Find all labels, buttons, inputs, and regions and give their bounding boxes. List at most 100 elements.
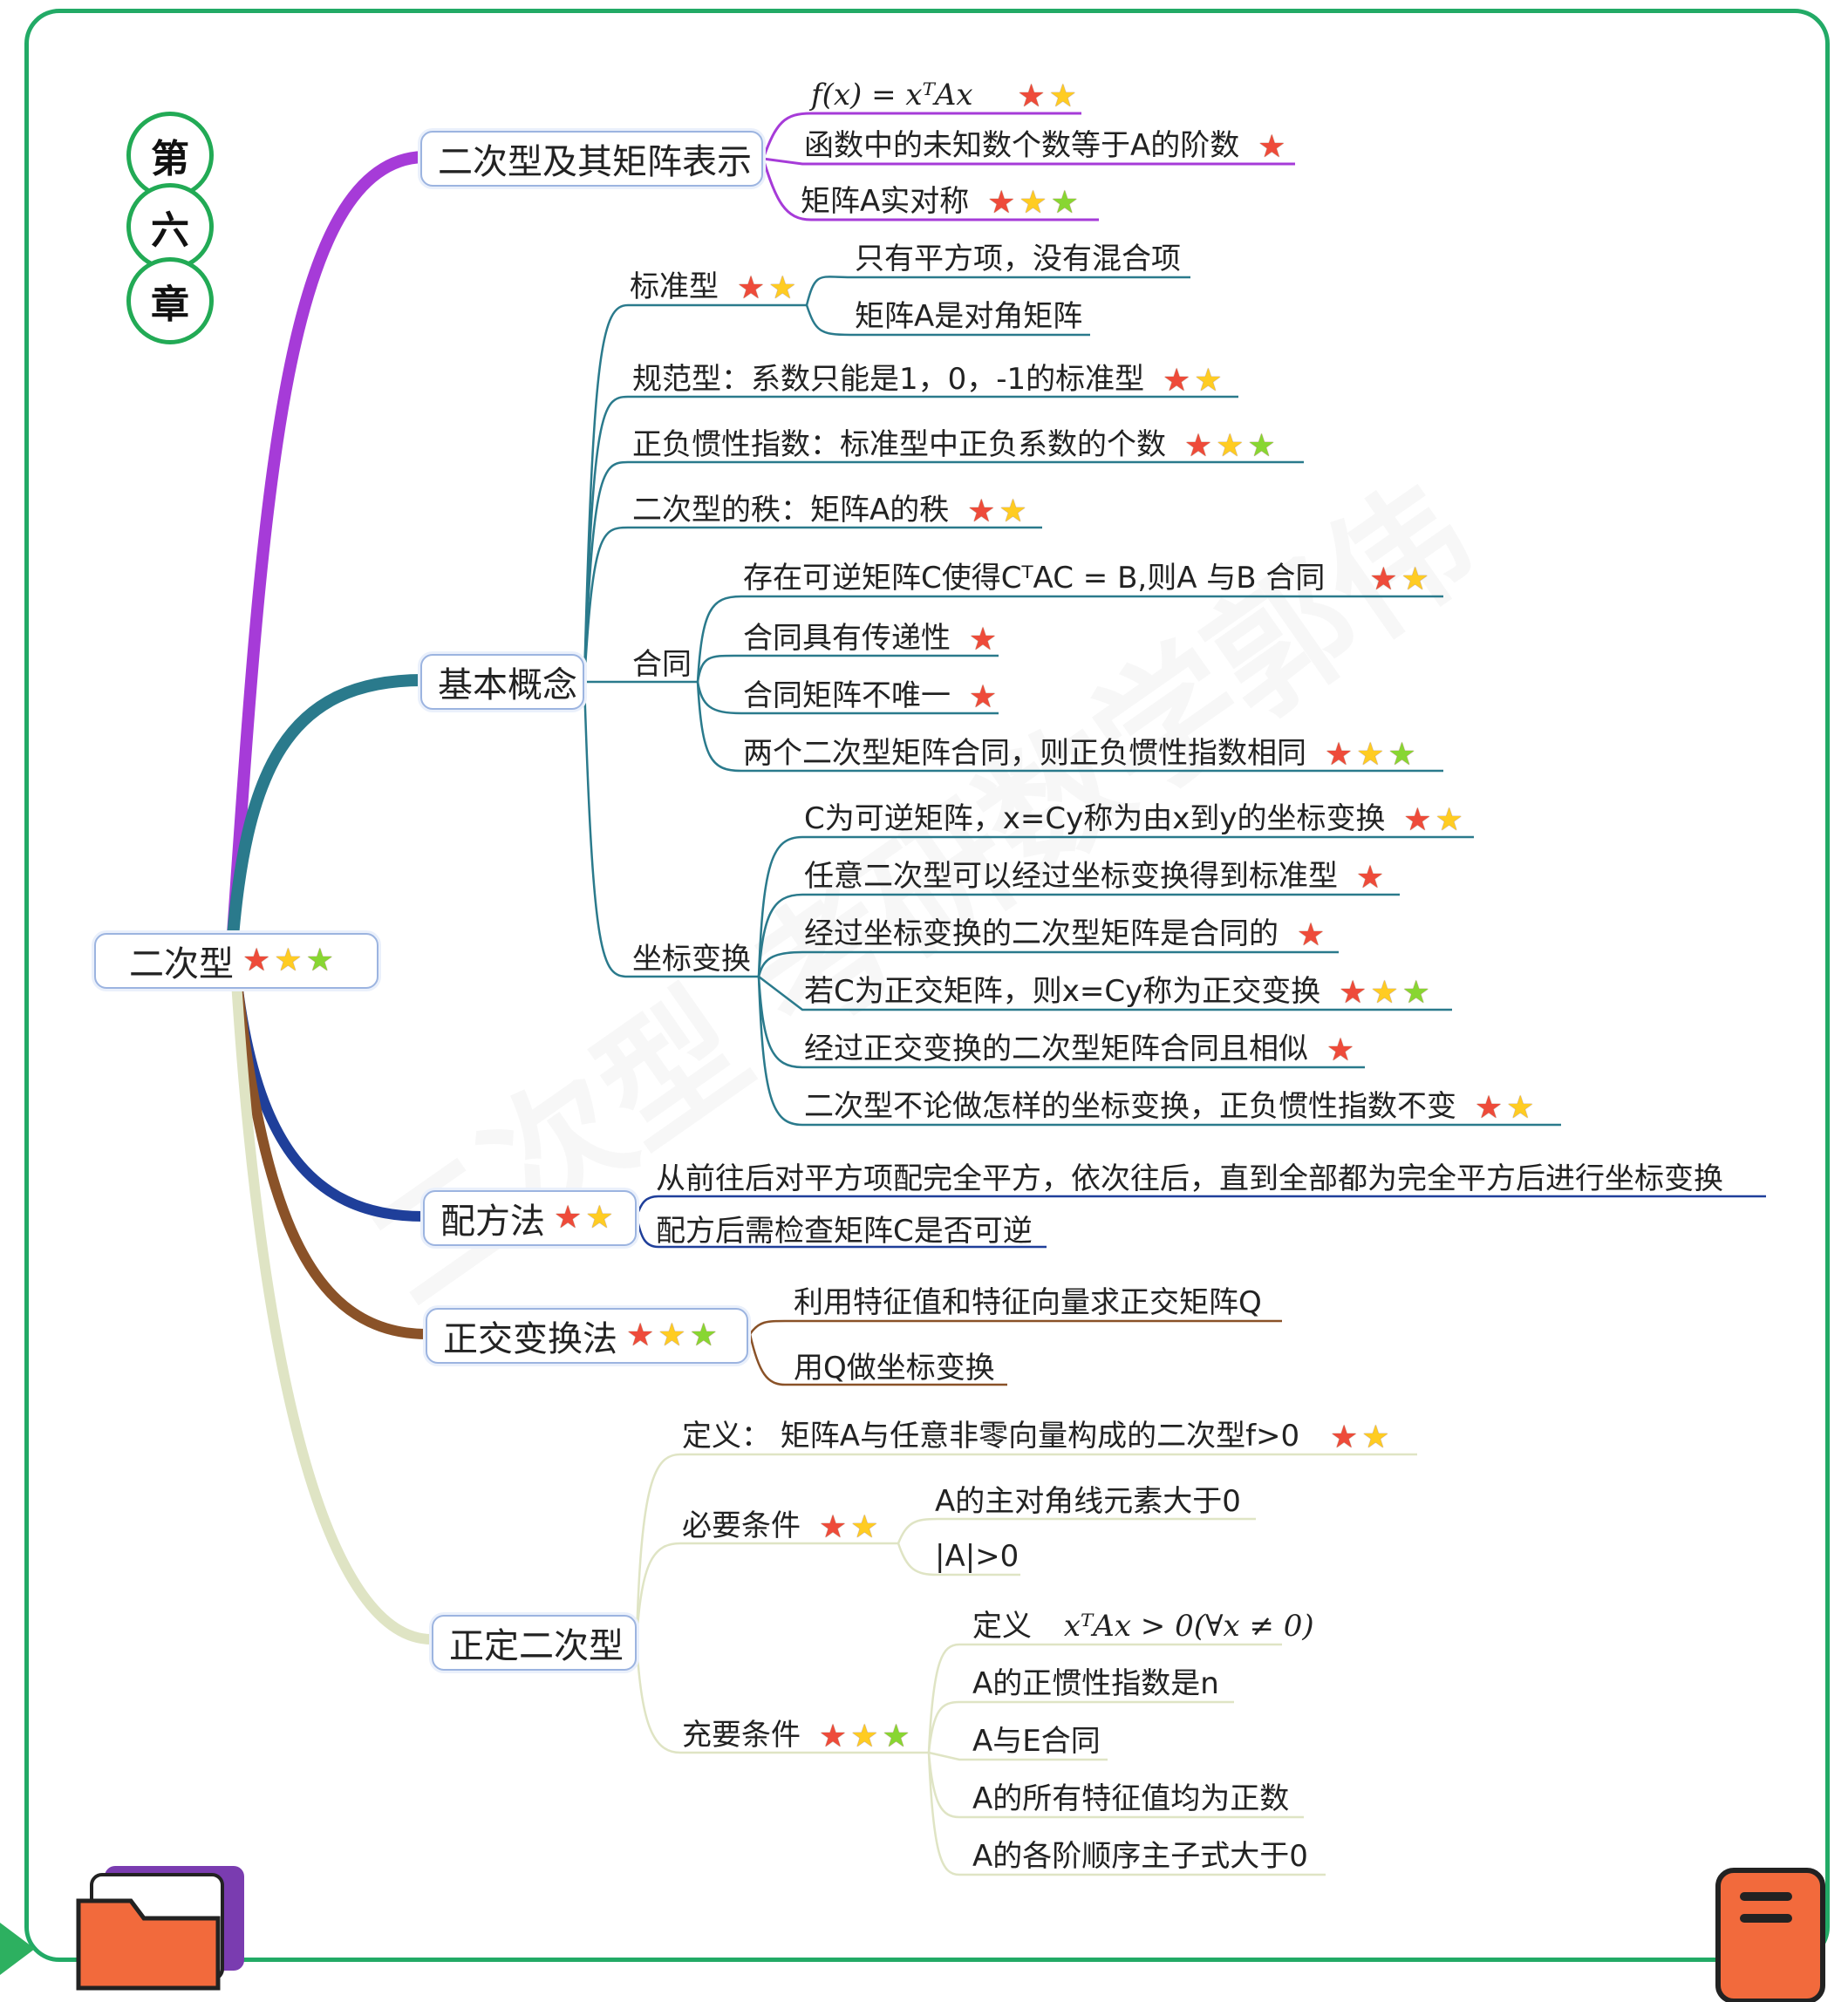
red-star-icon: ★ xyxy=(1324,736,1354,773)
line-b2-rank xyxy=(583,526,1042,683)
node-b4-label: 正交变换法 xyxy=(443,1319,617,1359)
red-star-icon: ★ xyxy=(818,1508,848,1545)
red-star-icon: ★ xyxy=(1329,1419,1359,1455)
line-std-1 xyxy=(805,276,1190,306)
chapter-circle-3: 章 xyxy=(126,257,214,344)
coord-item-2-text: 任意二次型可以经过坐标变换得到标准型 xyxy=(804,859,1338,894)
yellow-star-icon: ★ xyxy=(1370,974,1399,1011)
node-b4[interactable]: 正交变换法 ★★★ xyxy=(426,1308,748,1364)
b1-item-2-stars: ★ xyxy=(1258,128,1286,165)
root-stars: ★★★ xyxy=(242,945,334,977)
node-b1-label: 二次型及其矩阵表示 xyxy=(438,142,752,182)
congr-item-4: 两个二次型矩阵合同，则正负惯性指数相同 ★★★ xyxy=(743,739,1416,771)
b4-item-2: 用Q做坐标变换 xyxy=(794,1351,995,1386)
norm-node: 规范型：系数只能是1，0，-1的标准型 ★★ xyxy=(632,364,1223,397)
congr-item-4-stars: ★★★ xyxy=(1325,739,1416,771)
rank-node: 二次型的秩：矩阵A的秩 ★★ xyxy=(632,495,1027,528)
red-star-icon: ★ xyxy=(1258,128,1286,165)
red-star-icon: ★ xyxy=(1339,974,1367,1011)
suf-label: 充要条件 xyxy=(682,1718,801,1753)
yellow-star-icon: ★ xyxy=(1019,184,1047,221)
congr-item-2-stars: ★ xyxy=(969,623,997,656)
play-arrow-icon xyxy=(0,1923,35,1975)
node-b5[interactable]: 正定二次型 xyxy=(432,1615,637,1671)
b1-item-2-text: 函数中的未知数个数等于A的阶数 xyxy=(804,128,1240,163)
coord-item-5: 经过正交变换的二次型矩阵合同且相似 ★ xyxy=(804,1034,1354,1066)
red-star-icon: ★ xyxy=(1474,1089,1504,1126)
inertia-node: 正负惯性指数：标准型中正负系数的个数 ★★★ xyxy=(632,430,1276,462)
line-b2-norm xyxy=(583,395,1238,683)
nec-item-1: A的主对角线元素大于0 xyxy=(935,1484,1241,1519)
coord-item-6: 二次型不论做怎样的坐标变换，正负惯性指数不变 ★★ xyxy=(804,1092,1534,1124)
node-b3[interactable]: 配方法 ★★ xyxy=(423,1190,637,1246)
yellow-star-icon: ★ xyxy=(1216,427,1245,464)
congr-item-3-stars: ★ xyxy=(968,678,998,715)
line-nec-1 xyxy=(897,1517,1256,1544)
line-suf-1 xyxy=(927,1643,1282,1753)
coord-item-1-stars: ★★ xyxy=(1403,801,1463,838)
line-suf-5 xyxy=(927,1752,1326,1876)
red-star-icon: ★ xyxy=(968,678,998,715)
line-suf-3 xyxy=(928,1751,1108,1761)
green-star-icon: ★ xyxy=(1247,427,1276,464)
red-star-icon: ★ xyxy=(1183,427,1213,464)
line-b2-inertia xyxy=(583,460,1304,683)
suf-stars: ★★★ xyxy=(818,1718,910,1754)
book-icon xyxy=(1715,1868,1825,2002)
b1-item-3-stars: ★★★ xyxy=(987,187,1079,219)
inertia-text: 正负惯性指数：标准型中正负系数的个数 xyxy=(632,427,1166,462)
red-star-icon: ★ xyxy=(1162,362,1191,398)
coord-item-3: 经过坐标变换的二次型矩阵是合同的 ★ xyxy=(804,919,1325,951)
red-star-icon: ★ xyxy=(1296,916,1326,953)
node-b1[interactable]: 二次型及其矩阵表示 xyxy=(420,131,763,187)
red-star-icon: ★ xyxy=(554,1200,583,1236)
line-b4-2 xyxy=(748,1333,1007,1386)
yellow-star-icon: ★ xyxy=(1048,78,1077,114)
congr-node: 合同 xyxy=(632,647,692,682)
red-star-icon: ★ xyxy=(242,943,271,978)
branch-line-b5 xyxy=(230,963,437,1644)
b4-item-1: 利用特征值和特征向量求正交矩阵Q xyxy=(794,1285,1262,1320)
suf-item-2: A与E合同 xyxy=(972,1724,1101,1759)
coord-item-4-stars: ★★★ xyxy=(1339,977,1430,1009)
line-b2-std xyxy=(583,303,807,683)
folder-icon xyxy=(76,1866,244,1991)
red-star-icon: ★ xyxy=(1403,801,1432,838)
root-node[interactable]: 二次型 ★★★ xyxy=(94,933,378,989)
line-congr-3 xyxy=(696,681,999,715)
coord-item-4-text: 若C为正交矩阵，则x=Cy称为正交变换 xyxy=(804,974,1321,1009)
b1-item-1-formula: f(x) = xᵀAx xyxy=(811,78,973,112)
coord-item-5-text: 经过正交变换的二次型矩阵合同且相似 xyxy=(804,1032,1308,1066)
red-star-icon: ★ xyxy=(818,1718,848,1754)
line-congr-1 xyxy=(696,595,1443,683)
congr-item-3-text: 合同矩阵不唯一 xyxy=(743,678,951,713)
suf-def-label: 定义 xyxy=(972,1609,1032,1644)
yellow-star-icon: ★ xyxy=(999,493,1027,529)
red-star-icon: ★ xyxy=(736,269,766,306)
root-label: 二次型 xyxy=(129,944,234,984)
line-coord-2 xyxy=(757,893,1400,977)
rank-stars: ★★ xyxy=(967,493,1027,529)
norm-stars: ★★ xyxy=(1162,362,1223,398)
yellow-star-icon: ★ xyxy=(658,1318,686,1353)
leaf-line-b1-1 xyxy=(761,112,1081,160)
std-item-1: 只有平方项，没有混合项 xyxy=(855,242,1181,276)
coord-item-1: C为可逆矩阵，x=Cy称为由x到y的坐标变换 ★★ xyxy=(804,804,1463,836)
node-b2[interactable]: 基本概念 xyxy=(420,654,584,710)
coord-item-3-stars: ★ xyxy=(1296,916,1326,953)
yellow-star-icon: ★ xyxy=(1506,1089,1535,1126)
std-item-2: 矩阵A是对角矩阵 xyxy=(855,299,1083,334)
b1-item-3: 矩阵A实对称 ★★★ xyxy=(801,187,1079,219)
b3-item-2: 配方后需检查矩阵C是否可逆 xyxy=(656,1214,1033,1249)
b3-item-1: 从前往后对平方项配完全平方，依次往后，直到全部都为完全平方后进行坐标变换 xyxy=(656,1161,1723,1196)
coord-item-1-text: C为可逆矩阵，x=Cy称为由x到y的坐标变换 xyxy=(804,801,1386,836)
suf-item-4: A的各阶顺序主子式大于0 xyxy=(972,1839,1308,1874)
std-stars: ★★ xyxy=(736,269,797,306)
line-coord-1 xyxy=(757,835,1474,977)
red-star-icon: ★ xyxy=(1355,859,1385,895)
b5-def: 定义： 矩阵A与任意非零向量构成的二次型f>0 ★★ xyxy=(682,1421,1390,1454)
coord-node: 坐标变换 xyxy=(632,942,751,977)
node-b3-label: 配方法 xyxy=(440,1202,545,1242)
yellow-star-icon: ★ xyxy=(1361,1419,1390,1455)
